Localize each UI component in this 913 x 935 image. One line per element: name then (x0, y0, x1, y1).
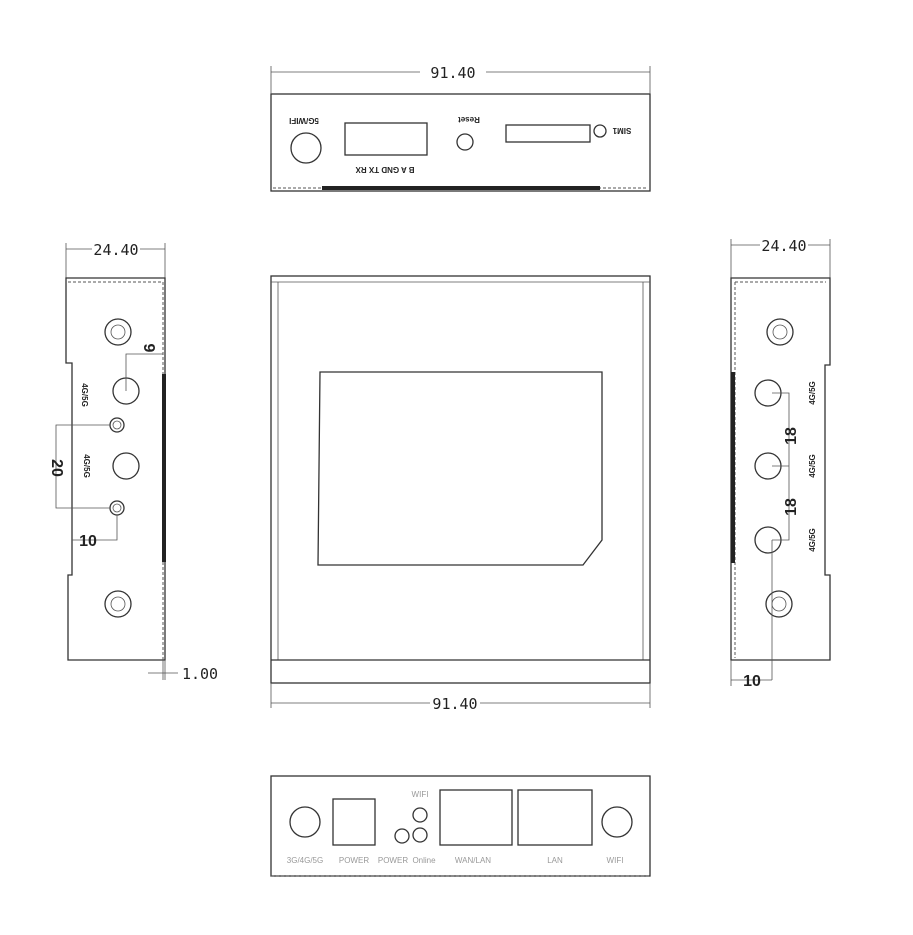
label-wan-lan: WAN/LAN (455, 856, 491, 865)
left-antenna-port-2 (112, 452, 140, 480)
label-power-jack: POWER (339, 856, 369, 865)
rear-panel-view: WIFI 3G/4G/5G POWER POWER Online WAN/LAN… (270, 775, 651, 877)
right-antenna-label-2: 4G/5G (808, 454, 817, 478)
label-wifi: WIFI (607, 856, 624, 865)
lan-port (517, 789, 593, 846)
label-power-led: POWER (378, 856, 408, 865)
reset-button-hole (456, 133, 474, 151)
serial-terminal-block (344, 122, 428, 156)
left-side-view: 24.40 9 4G/5G 4G/5G 20 10 1.00 (48, 239, 218, 683)
right-antenna-label-3: 4G/5G (808, 528, 817, 552)
cellular-antenna-port (289, 806, 321, 838)
right-side-view: 24.40 18 18 4G/5G 4G/5G 4G/5G 10 (730, 235, 831, 690)
wan-lan-port (439, 789, 513, 846)
label-3g4g5g: 3G/4G/5G (287, 856, 323, 865)
left-antenna-label-1: 4G/5G (80, 383, 89, 407)
power-led (394, 828, 410, 844)
left-dim-9: 9 (140, 344, 157, 353)
front-outline (270, 275, 651, 684)
label-lan: LAN (547, 856, 563, 865)
right-depth-label: 24.40 (761, 237, 806, 255)
right-outline (730, 277, 831, 661)
reset-label: Reset (458, 115, 480, 124)
right-dim-18-b: 18 (783, 498, 800, 516)
left-outline (65, 277, 166, 661)
top-view: 91.40 5G/WIFI B A GND TX RX Reset SIM1 (270, 62, 651, 192)
power-jack (332, 798, 376, 846)
5g-wifi-antenna-port (290, 132, 322, 164)
sim-slot (505, 124, 591, 143)
bottom-width-label: 91.40 (432, 695, 477, 713)
left-depth-label: 24.40 (93, 241, 138, 259)
top-width-label: 91.40 (430, 64, 475, 82)
serial-pin-label: B A GND TX RX (355, 165, 415, 174)
sim1-label: SIM1 (612, 126, 631, 135)
right-dim-18-a: 18 (783, 427, 800, 445)
label-area (317, 371, 603, 566)
left-thickness-label: 1.00 (182, 665, 218, 683)
label-online-led: Online (412, 856, 436, 865)
left-dim-20: 20 (48, 459, 65, 477)
wifi-led-label: WIFI (412, 790, 429, 799)
rear-panel (270, 775, 651, 877)
wifi-led (412, 807, 428, 823)
front-view: 91.40 (270, 275, 651, 713)
left-antenna-label-2: 4G/5G (82, 454, 91, 478)
left-dim-10: 10 (79, 533, 97, 550)
top-panel (270, 93, 651, 192)
wifi-antenna-port (601, 806, 633, 838)
sim-eject-hole (593, 124, 607, 138)
online-led (412, 827, 428, 843)
right-antenna-label-1: 4G/5G (808, 381, 817, 405)
right-dim-10: 10 (743, 673, 761, 690)
5g-wifi-label: 5G/WIFI (289, 116, 319, 125)
